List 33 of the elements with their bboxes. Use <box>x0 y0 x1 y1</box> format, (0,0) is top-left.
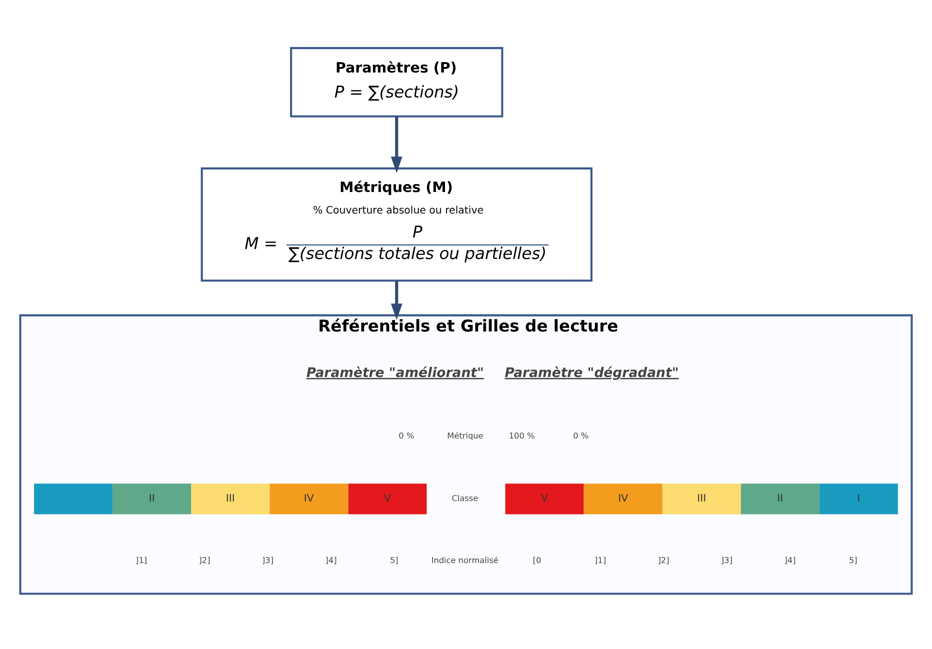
label: ]4] <box>325 554 337 565</box>
label: ]3] <box>720 554 733 565</box>
label: [0 <box>532 554 542 565</box>
label: Métrique <box>447 430 484 440</box>
label: ]4] <box>784 554 796 565</box>
node-box: II <box>112 483 192 514</box>
node-box: I <box>819 483 898 514</box>
node-box: III <box>191 483 270 514</box>
label: ]3] <box>262 554 274 565</box>
node-box: III <box>662 483 741 514</box>
label: 5] <box>390 554 398 565</box>
label: Classe <box>452 492 478 502</box>
label: 5] <box>848 554 858 565</box>
arrow <box>390 280 402 320</box>
label: Paramètre "dégradant" <box>504 365 679 380</box>
label: ]1] <box>136 554 148 565</box>
node-box: Métriques (M) % Couverture absolue ou relative M = P ∑(sections totales ou partielles) <box>200 166 592 282</box>
label: 0 % <box>573 430 589 440</box>
label: Paramètre "améliorant" <box>306 365 484 380</box>
label: 0 % <box>398 430 414 440</box>
label: 100 % <box>508 430 535 440</box>
label: ]2] <box>198 554 210 565</box>
arrow <box>390 116 402 172</box>
label: ]2] <box>658 554 670 565</box>
node-box: Paramètres (P) P = ∑(sections) <box>290 46 504 117</box>
node-box: IV <box>584 483 662 514</box>
node-box: IV <box>270 483 348 514</box>
node-box: II <box>740 483 820 514</box>
node-box: V <box>348 483 427 514</box>
node-box <box>34 483 113 514</box>
label: ]1] <box>594 554 606 565</box>
node-box: V <box>505 483 584 514</box>
label: Indice normalisé <box>431 554 498 565</box>
